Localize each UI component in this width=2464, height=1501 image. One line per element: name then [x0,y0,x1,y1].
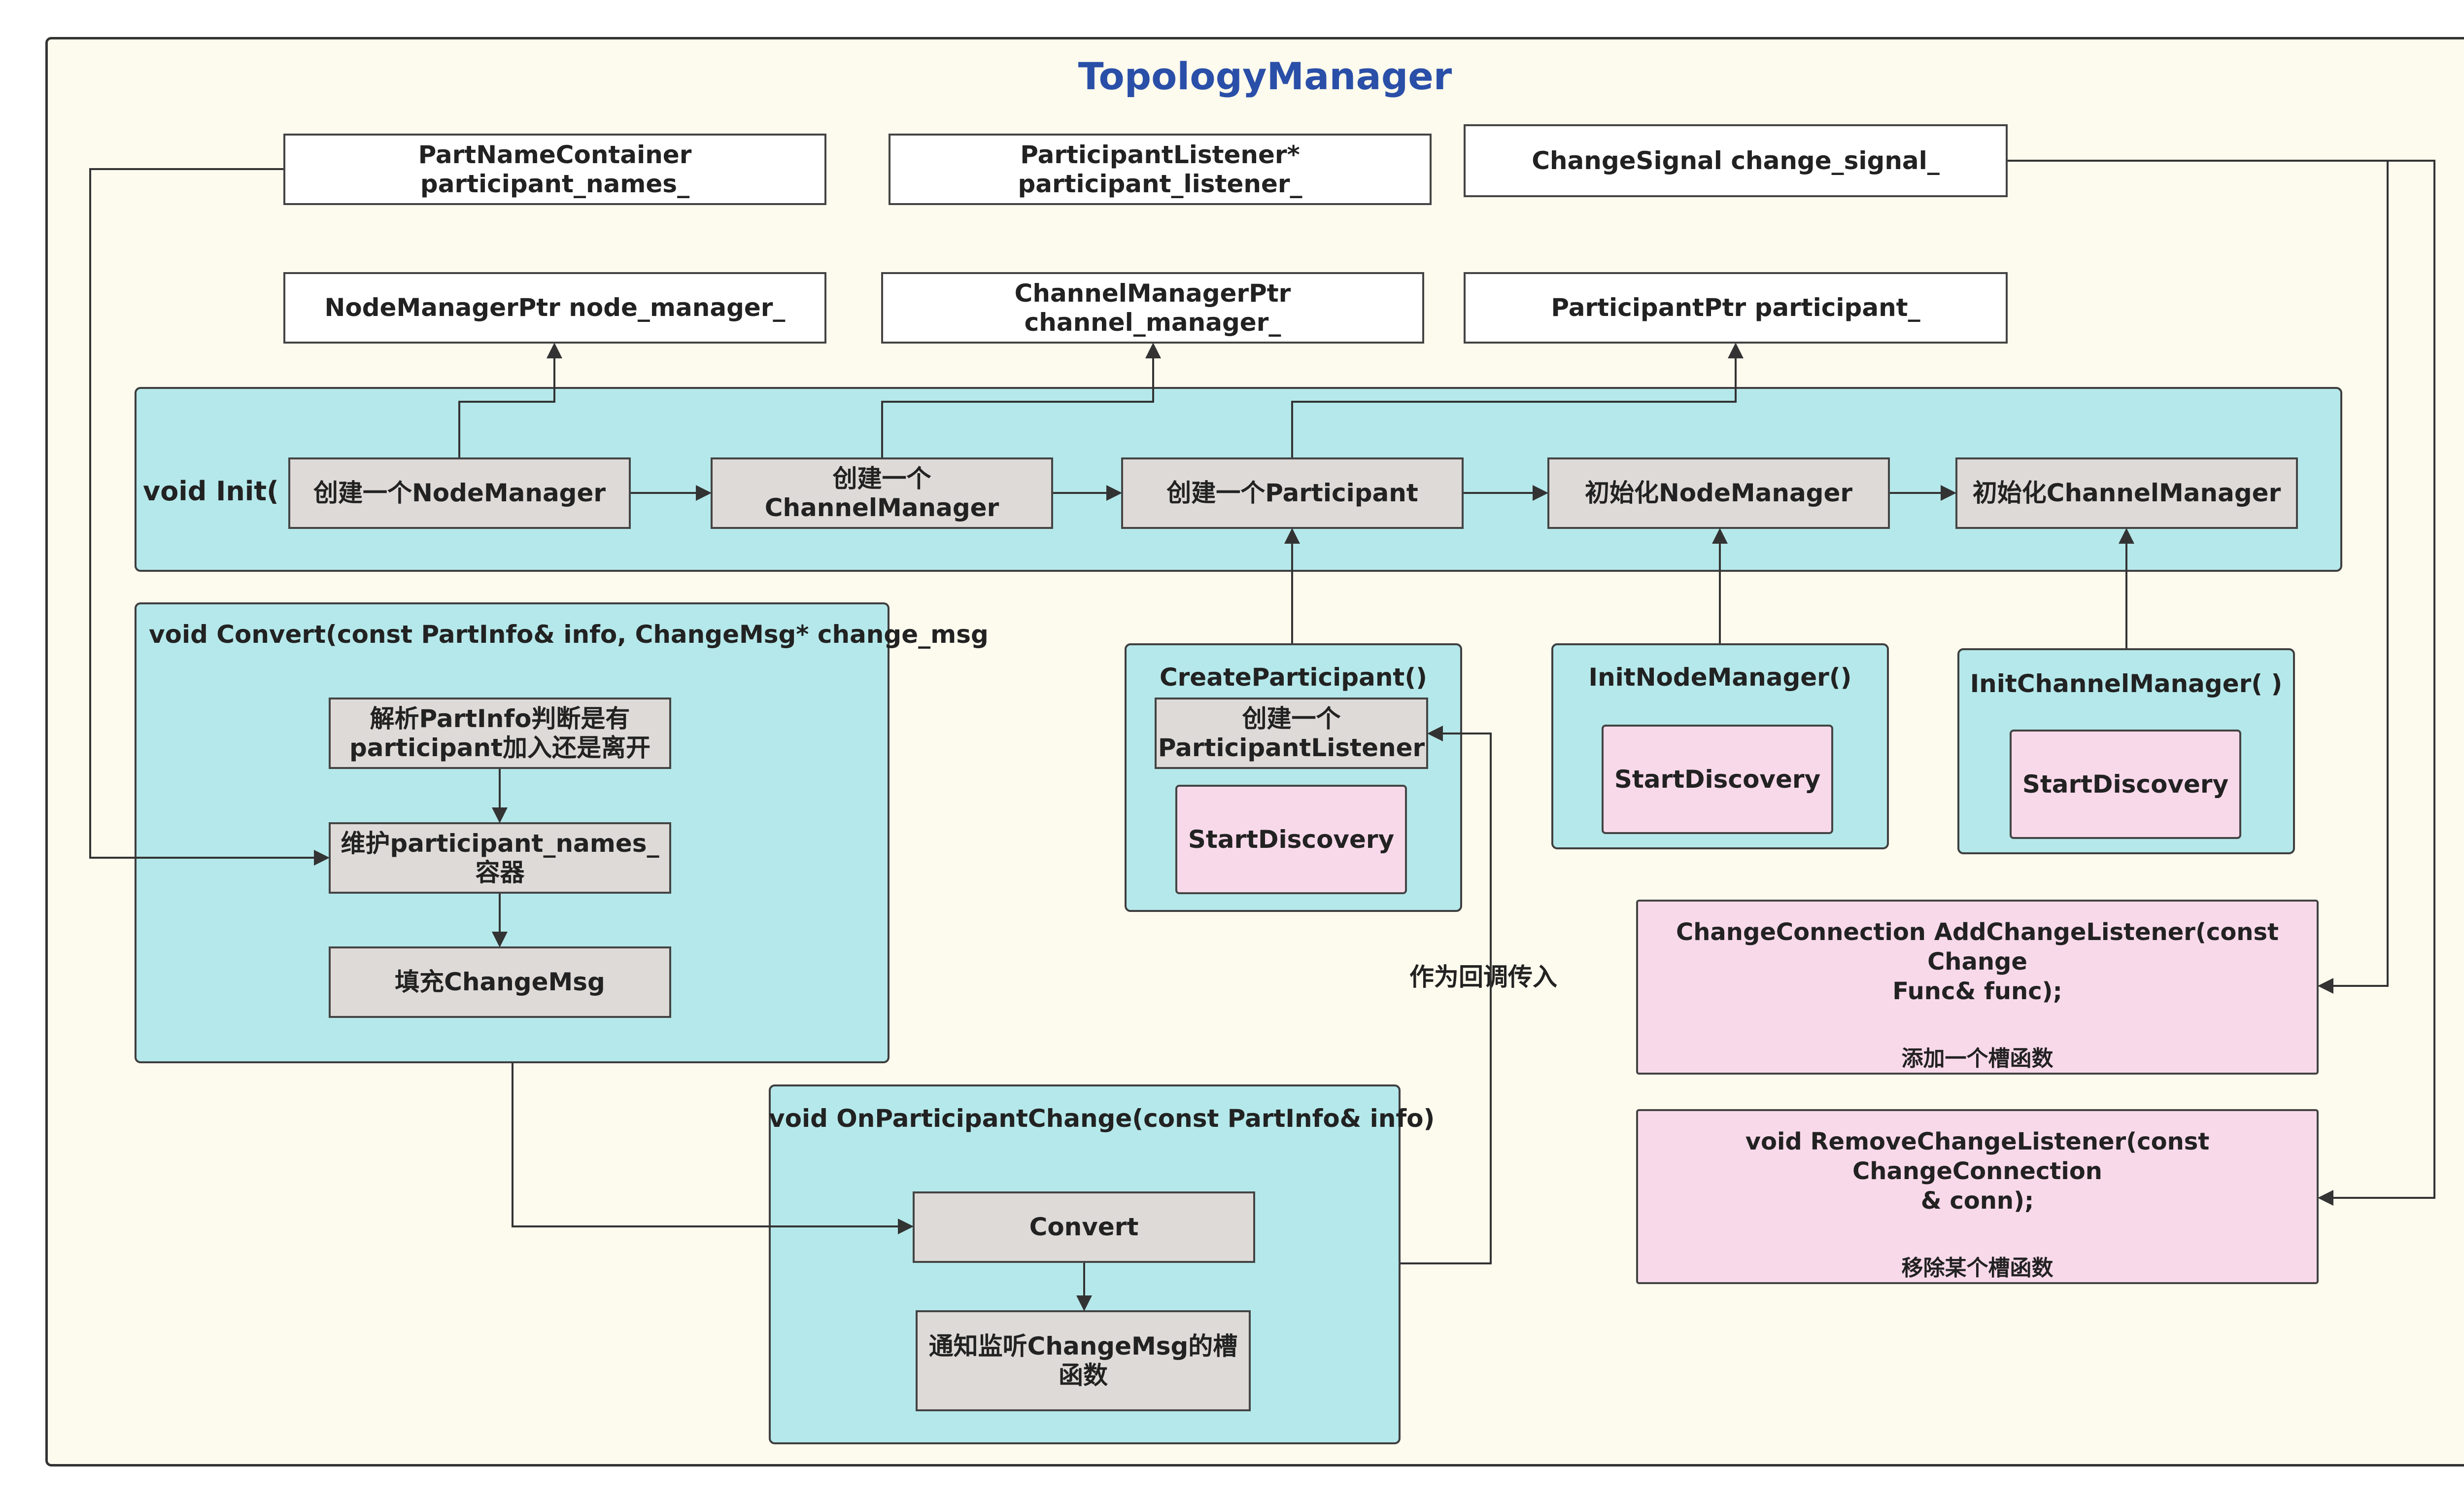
init-step-init-channel-manager: 初始化ChannelManager [1955,457,2298,529]
convert-step-fill: 填充ChangeMsg [329,946,671,1018]
member-participant: ParticipantPtr participant_ [1464,272,2008,344]
arrow-signal-to-add [2008,160,2389,994]
convert-step-maintain: 维护participant_names_ 容器 [329,822,671,894]
convert-label: void Convert(const PartInfo& info, Chang… [149,620,989,649]
init-channel-manager-label: InitChannelManager( ) [1970,669,2283,698]
init-step-create-channel-manager: 创建一个 ChannelManager [711,457,1053,529]
convert-step-parse: 解析PartInfo判断是有 participant加入还是离开 [329,698,671,769]
arrow-to-node-manager [458,343,562,457]
init-step-create-node-manager: 创建一个NodeManager [288,457,631,529]
remove-change-listener-desc: 移除某个槽函数 [1901,1256,2053,1281]
member-participant-names: PartNameContainer participant_names_ [283,134,826,205]
member-participant-listener: ParticipantListener* participant_listene… [889,134,1432,205]
member-channel-manager: ChannelManagerPtr channel_manager_ [881,272,1424,344]
on-participant-change-label: void OnParticipantChange(const PartInfo&… [769,1104,1435,1133]
callback-label: 作为回调传入 [1409,963,1557,991]
init-channel-manager-start-discovery: StartDiscovery [2010,730,2241,839]
add-change-listener-desc: 添加一个槽函数 [1901,1046,2053,1071]
remove-change-listener-signature: void RemoveChangeListener(const ChangeCo… [1745,1128,2210,1215]
init-node-manager-label: InitNodeManager() [1588,663,1852,692]
arrow-signal-to-remove [2008,160,2435,1206]
arrow-names-to-maintain [89,168,330,866]
member-change-signal: ChangeSignal change_signal_ [1464,124,2008,197]
remove-change-listener-note: void RemoveChangeListener(const ChangeCo… [1636,1109,2319,1284]
create-participant-label: CreateParticipant() [1159,663,1428,692]
on-change-notify: 通知监听ChangeMsg的槽 函数 [916,1310,1251,1411]
create-participant-start-discovery: StartDiscovery [1175,785,1407,894]
diagram-title: TopologyManager [1078,54,1452,98]
add-change-listener-note: ChangeConnection AddChangeListener(const… [1636,900,2319,1075]
create-participant-listener: 创建一个 ParticipantListener [1155,698,1428,769]
arrow-callback [1401,726,1492,1264]
init-node-manager-start-discovery: StartDiscovery [1602,725,1833,834]
arrow-to-channel-manager [881,343,1161,457]
add-change-listener-signature: ChangeConnection AddChangeListener(const… [1676,918,2279,1005]
on-change-convert: Convert [913,1191,1255,1263]
arrow-to-participant [1291,343,1744,457]
init-label: void Init( ) [143,476,301,507]
arrow-convert-to-onchange [512,1063,914,1234]
